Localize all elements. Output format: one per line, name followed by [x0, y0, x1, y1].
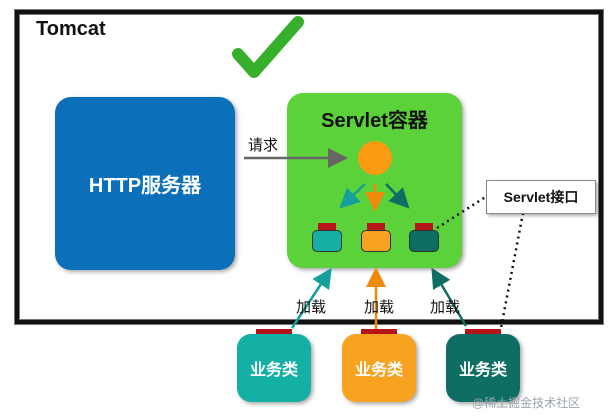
- business-class-card-teal: 业务类: [237, 334, 311, 402]
- http-server-box: HTTP服务器: [55, 97, 235, 270]
- servlet-box-orange: [361, 230, 391, 252]
- interface-connector: [436, 194, 488, 230]
- request-label: 请求: [248, 137, 279, 154]
- tomcat-frame: [15, 10, 603, 324]
- interface-connector-down: [499, 212, 525, 329]
- load-label: 加载: [364, 299, 395, 316]
- business-class-card-dark-teal: 业务类: [446, 334, 520, 402]
- business-class-label: 业务类: [458, 362, 507, 379]
- servlet-container-title: Servlet容器: [321, 110, 428, 132]
- business-class-label: 业务类: [249, 362, 298, 379]
- http-server-label: HTTP服务器: [88, 175, 202, 197]
- business-class-tab: [256, 329, 292, 337]
- business-class-card-orange: 业务类: [342, 334, 416, 402]
- load-arrow-left: [290, 267, 332, 329]
- servlet-tab: [367, 223, 385, 230]
- servlet-tab: [415, 223, 433, 230]
- check-icon: [232, 16, 304, 78]
- business-class-tab: [465, 329, 501, 337]
- watermark: @稀土掘金技术社区: [472, 396, 581, 410]
- servlet-box-teal: [312, 230, 342, 252]
- servlet-interface-label: Servlet接口: [486, 180, 596, 214]
- load-arrow-right: [431, 267, 468, 327]
- servlet-box-dark-teal: [409, 230, 439, 252]
- business-class-tab: [361, 329, 397, 337]
- load-label: 加载: [296, 299, 327, 316]
- dispatcher-circle-icon: [358, 141, 392, 175]
- dispatch-arrow-left: [339, 183, 366, 209]
- servlet-tab: [318, 223, 336, 230]
- dispatch-arrow-right: [385, 183, 410, 209]
- servlet-interface-text: Servlet接口: [503, 189, 579, 205]
- tomcat-title: Tomcat: [36, 18, 106, 40]
- load-label: 加载: [430, 299, 461, 316]
- business-class-label: 业务类: [354, 362, 403, 379]
